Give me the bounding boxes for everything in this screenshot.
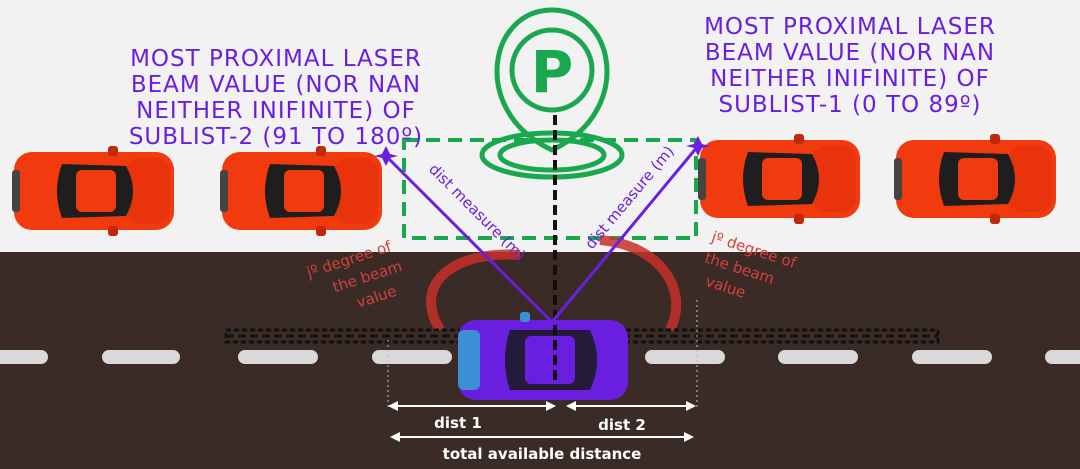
parked-car-1 [12, 146, 174, 236]
heading-left-line: MOST PROXIMAL LASER [130, 46, 422, 72]
heading-right-line: BEAM VALUE (NOR NAN [704, 40, 996, 66]
parking-pin-icon [479, 7, 625, 180]
beam-endpoint-right [686, 136, 710, 156]
heading-right-line: MOST PROXIMAL LASER [704, 14, 996, 40]
heading-sublist-1: MOST PROXIMAL LASER BEAM VALUE (NOR NAN … [660, 14, 1040, 118]
lane-markings [0, 350, 1080, 364]
heading-left-line: BEAM VALUE (NOR NAN [130, 72, 422, 98]
ego-car [458, 312, 628, 400]
heading-right-line: NEITHER INIFINITE) OF [710, 66, 990, 92]
beam-endpoint-left [374, 146, 398, 166]
heading-left-line: SUBLIST-2 (91 TO 180º) [128, 124, 424, 150]
parked-car-4 [894, 134, 1056, 224]
dist2-label: dist 2 [598, 416, 646, 434]
dist1-label: dist 1 [434, 414, 482, 432]
beam-left [384, 154, 554, 324]
parked-car-3 [698, 134, 860, 224]
heading-right-line: SUBLIST-1 (0 TO 89º) [718, 92, 982, 118]
parked-car-2 [220, 146, 382, 236]
angle-arc-left [426, 249, 521, 333]
heading-sublist-2: MOST PROXIMAL LASER BEAM VALUE (NOR NAN … [86, 46, 466, 150]
dist-arrows [388, 401, 696, 442]
total-distance-label: total available distance [443, 445, 642, 463]
heading-left-line: NEITHER INIFINITE) OF [136, 98, 416, 124]
parking-letter: P [531, 38, 574, 106]
beam-right [550, 145, 700, 323]
angle-arc-right [599, 235, 682, 333]
